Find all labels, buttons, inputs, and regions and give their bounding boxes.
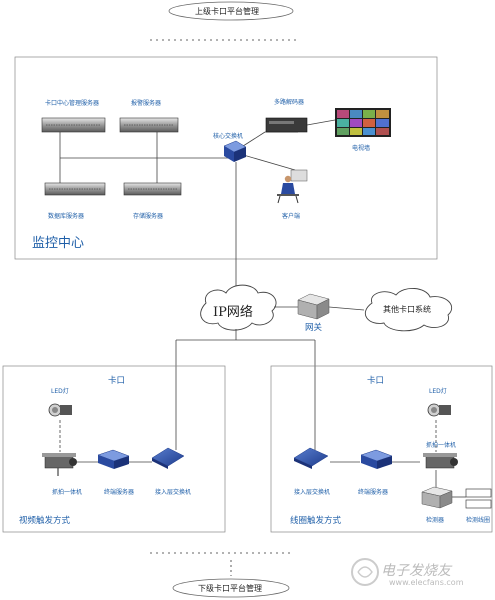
site-links <box>175 329 316 450</box>
gateway-icon <box>297 293 330 320</box>
watermark-logo <box>351 558 379 586</box>
core-switch-label: 核心交换机 <box>213 133 244 140</box>
server-checkpoint-mgmt <box>41 117 106 133</box>
detector-icon <box>421 486 453 509</box>
left-site-mode: 视频触发方式 <box>19 516 71 526</box>
ip-network-cloud <box>200 284 277 331</box>
top-platform-ellipse <box>168 1 294 21</box>
ip-network-label: IP网络 <box>213 305 253 320</box>
right-site-title: 卡口 <box>367 376 385 386</box>
checkpoint-mgmt-server-label: 卡口中心管理服务器 <box>45 100 100 107</box>
alarm-server-label: 报警服务器 <box>131 100 162 107</box>
server-alarm <box>119 117 179 133</box>
left-access-switch-label: 接入层交换机 <box>155 489 192 496</box>
left-camera-label: 抓拍一体机 <box>52 489 83 496</box>
decoder-icon <box>265 117 308 133</box>
gateway-label: 网关 <box>305 323 323 333</box>
center-links <box>59 119 336 300</box>
storage-server-label: 存储服务器 <box>133 213 164 220</box>
bottom-platform-label: 下级卡口平台管理 <box>198 584 262 593</box>
right-site-mode: 线圈触发方式 <box>290 516 342 526</box>
detection-coil-icon <box>465 488 492 509</box>
server-storage <box>123 182 182 196</box>
detector-label: 检测器 <box>426 517 445 524</box>
other-system-cloud <box>364 288 453 332</box>
right-terminal-server-icon <box>360 449 393 469</box>
core-switch-icon <box>223 140 247 162</box>
left-site-box <box>2 365 226 533</box>
other-system-label: 其他卡口系统 <box>383 305 431 314</box>
watermark-url: www.elecfans.com <box>389 578 464 587</box>
right-access-switch-icon <box>293 447 329 469</box>
video-wall-icon <box>335 108 391 137</box>
monitor-center-title: 监控中心 <box>32 236 85 251</box>
right-terminal-server-label: 终端服务器 <box>358 489 389 496</box>
left-access-switch-icon <box>151 447 185 469</box>
left-terminal-server-label: 终端服务器 <box>104 489 135 496</box>
bottom-platform-ellipse <box>172 578 290 598</box>
left-led-label: LED灯 <box>51 388 69 395</box>
left-led-light-icon <box>48 403 72 417</box>
right-site-box <box>270 365 493 533</box>
right-capture-camera-icon <box>423 453 458 469</box>
database-server-label: 数据库服务器 <box>48 213 85 220</box>
top-platform-label: 上级卡口平台管理 <box>195 7 259 16</box>
right-site-links <box>330 420 466 498</box>
decoder-label: 多路解码器 <box>274 99 305 106</box>
left-site-title: 卡口 <box>108 376 126 386</box>
right-access-switch-label: 接入层交换机 <box>294 489 331 496</box>
right-led-label: LED灯 <box>429 388 447 395</box>
client-label: 客户端 <box>282 213 301 220</box>
watermark-brand: 电子发烧友 <box>381 563 451 579</box>
right-camera-label: 抓拍一体机 <box>426 442 457 449</box>
server-database <box>44 182 106 196</box>
left-capture-camera-icon <box>42 453 77 476</box>
video-wall-label: 电视墙 <box>352 145 371 152</box>
left-terminal-server-icon <box>97 449 130 469</box>
detection-coil-label: 检测线圈 <box>466 517 491 524</box>
right-led-light-icon <box>427 403 451 417</box>
gateway-to-other <box>328 306 365 311</box>
monitor-center-box <box>14 56 438 260</box>
client-workstation-icon <box>277 169 308 204</box>
left-site-links <box>59 420 152 463</box>
